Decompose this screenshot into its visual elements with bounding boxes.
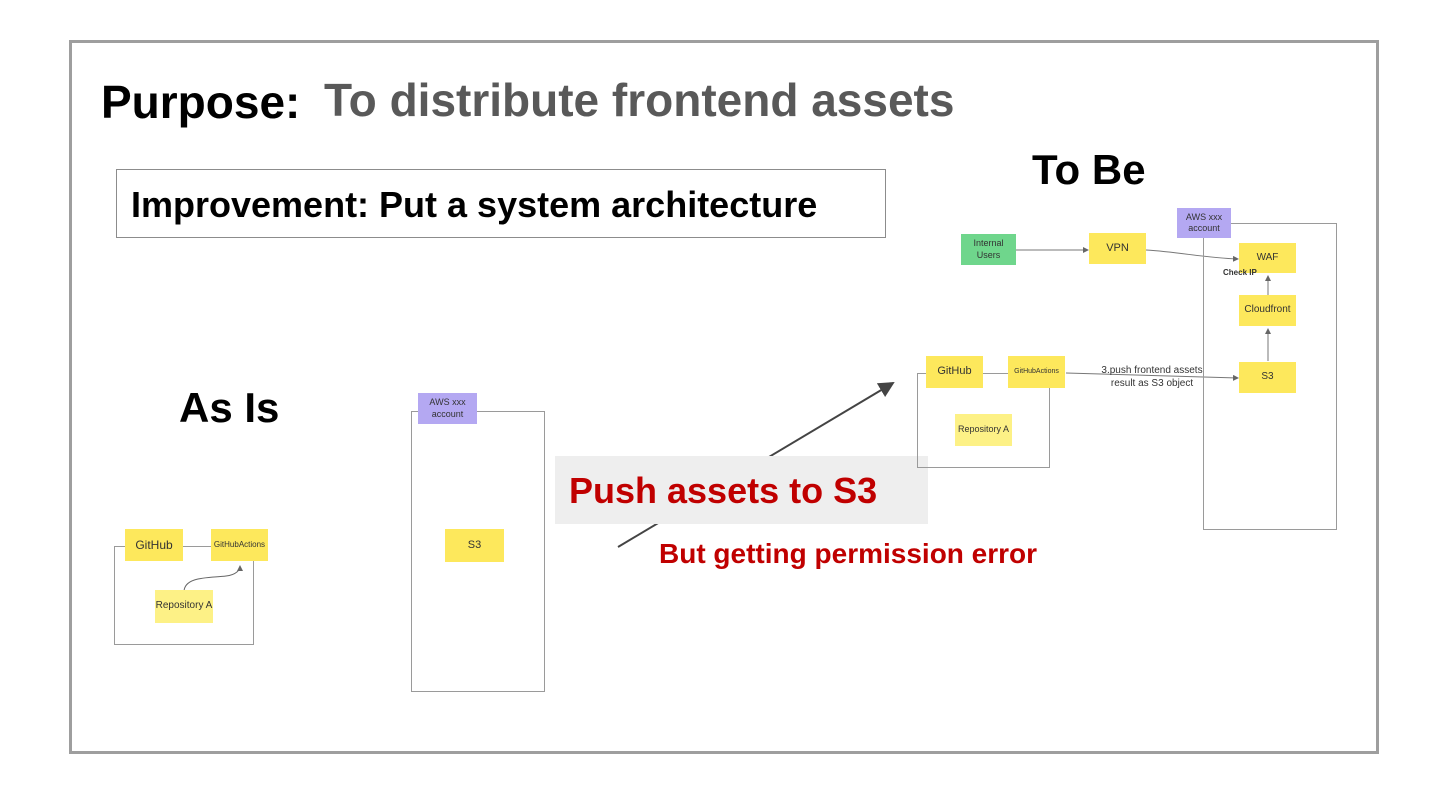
permission-error-text: But getting permission error xyxy=(659,538,1038,569)
push-assets-label-line2: result as S3 object xyxy=(1110,378,1194,389)
as-is-github-frame xyxy=(114,546,254,645)
push-assets-label-line1: 3.push frontend assets xyxy=(1101,365,1203,376)
repo-to-actions-arrow xyxy=(183,565,243,593)
as-is-s3-note: S3 xyxy=(445,529,504,562)
slide-frame xyxy=(69,40,1379,754)
as-is-aws-frame xyxy=(411,411,545,692)
as-is-github-actions-note: GitHubActions xyxy=(211,529,268,561)
improvement-box xyxy=(116,169,886,238)
to-be-github-frame xyxy=(917,373,1050,468)
as-is-heading: As Is xyxy=(179,384,280,431)
vpn-to-waf-arrow xyxy=(1145,249,1239,262)
as-is-repository-note: Repository A xyxy=(155,590,213,623)
internal-users-note: Internal Users xyxy=(961,234,1016,265)
actions-to-s3-arrow xyxy=(1065,372,1239,381)
to-be-repository-note: Repository A xyxy=(955,414,1012,446)
waf-note: WAF xyxy=(1239,243,1296,273)
push-assets-edge-label: 3.push frontend assets result as S3 obje… xyxy=(1097,364,1207,390)
as-is-github-note: GitHub xyxy=(125,529,183,561)
to-be-aws-account-note: AWS xxx account xyxy=(1177,208,1231,238)
callout-background xyxy=(555,456,928,524)
as-is-aws-account-note: AWS xxx account xyxy=(418,393,477,424)
callout-title: Push assets to S3 xyxy=(569,470,878,511)
purpose-value: To distribute frontend assets xyxy=(324,74,955,126)
improvement-text: Improvement: Put a system architecture xyxy=(131,184,818,225)
to-be-github-actions-note: GitHubActions xyxy=(1008,356,1065,388)
to-be-heading: To Be xyxy=(1032,146,1146,193)
purpose-label: Purpose: xyxy=(101,76,301,128)
to-be-aws-frame xyxy=(1203,223,1337,530)
cloudfront-note: Cloudfront xyxy=(1239,295,1296,326)
check-ip-label: Check IP xyxy=(1223,268,1257,277)
vpn-note: VPN xyxy=(1089,233,1146,264)
to-be-github-note: GitHub xyxy=(926,356,983,388)
to-be-s3-note: S3 xyxy=(1239,362,1296,393)
